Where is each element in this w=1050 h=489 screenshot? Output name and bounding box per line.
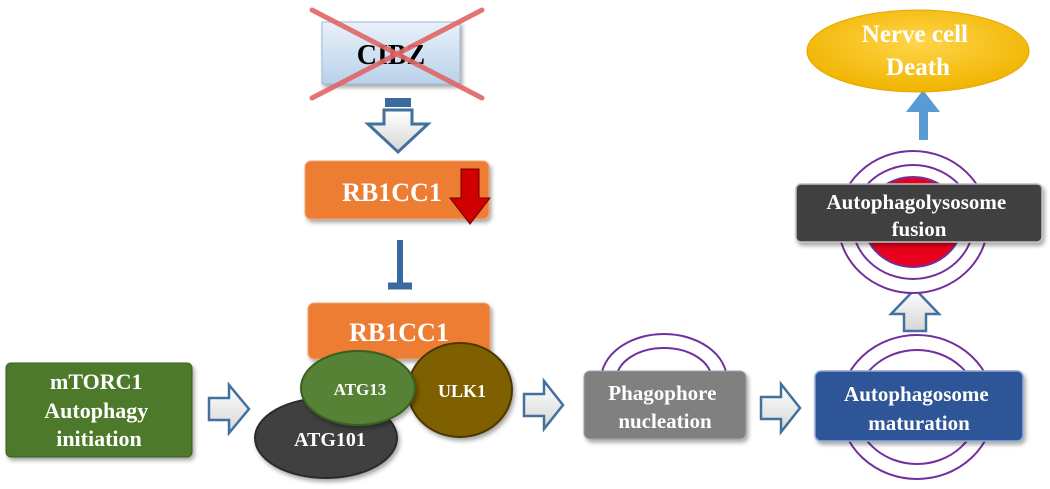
autophagosome-node: Autophagosome maturation xyxy=(814,370,1024,442)
svg-text:Phagophore nucleation: Phagophore nucleation xyxy=(608,381,721,433)
svg-text:Autophagolysosome fusion: Autophagolysosome fusion xyxy=(827,190,1012,241)
mtorc1-line-2: Autophagy xyxy=(44,398,148,423)
inhibition-bar-icon xyxy=(385,98,411,107)
autophagosome-line-1: Autophagosome xyxy=(844,382,989,406)
cross-out-icon xyxy=(309,7,485,101)
autophagolysosome-line-1: Autophagolysosome xyxy=(827,190,1007,214)
up-arrow-autophagosome-to-autophagolysosome xyxy=(888,287,942,333)
inhibition-line-icon xyxy=(388,240,412,290)
right-arrow-complex-to-phagophore xyxy=(522,377,565,433)
right-arrow-phagophore-to-autophagosome xyxy=(759,380,802,436)
atg13-node: ATG13 xyxy=(300,350,416,426)
nerve-cell-death-node: Nerve cell Death xyxy=(806,9,1030,93)
atg13-label: ATG13 xyxy=(334,380,387,399)
rb1cc1-top-node: RB1CC1 xyxy=(304,160,492,225)
ulk1-node: ULK1 xyxy=(407,342,513,438)
rb1cc1-complex-label: RB1CC1 xyxy=(349,318,449,347)
right-arrow-mtorc1-to-complex xyxy=(207,381,251,437)
down-arrow-icon xyxy=(448,168,492,225)
up-arrow-to-death xyxy=(906,90,940,140)
ulk1-label: ULK1 xyxy=(438,381,486,401)
autophagolysosome-line-2: fusion xyxy=(892,217,947,241)
death-line-1: Nerve cell xyxy=(862,21,968,48)
mtorc1-line-3: initiation xyxy=(56,426,142,451)
phagophore-node: Phagophore nucleation xyxy=(583,370,747,440)
phagophore-line-2: nucleation xyxy=(618,409,712,433)
mtorc1-line-1: mTORC1 xyxy=(50,369,143,394)
rb1cc1-top-label: RB1CC1 xyxy=(342,178,442,207)
death-line-2: Death xyxy=(886,54,950,81)
atg101-label: ATG101 xyxy=(294,429,366,451)
autophagolysosome-node: Autophagolysosome fusion xyxy=(795,183,1043,243)
svg-text:Autophagosome maturation: Autophagosome maturation xyxy=(844,382,994,435)
svg-text:mTORC1 Autophagy i: mTORC1 Autophagy initiation xyxy=(44,369,153,451)
phagophore-membrane-icon xyxy=(600,333,728,381)
autophagosome-line-2: maturation xyxy=(868,411,970,435)
mtorc1-node: mTORC1 Autophagy initiation xyxy=(5,362,193,458)
cibz-node: CIBZ xyxy=(309,7,485,101)
svg-text:Nerve cell Death: Nerve cell Death xyxy=(862,21,974,81)
down-arrow-cibz-to-rb1cc1 xyxy=(364,108,432,155)
phagophore-line-1: Phagophore xyxy=(608,381,716,405)
